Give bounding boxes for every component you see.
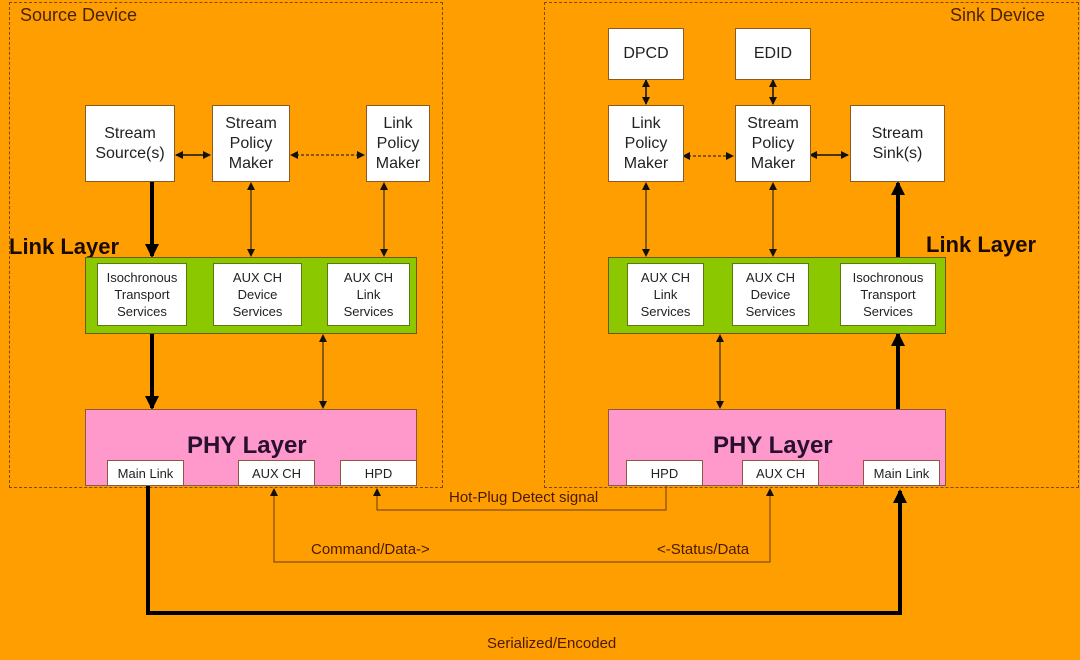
sink-main-link-port: Main Link xyxy=(863,460,940,486)
status-data-label: <-Status/Data xyxy=(657,541,750,558)
source-aux-link-services: AUX CH Link Services xyxy=(327,263,410,326)
sink-aux-ch-port: AUX CH xyxy=(742,460,819,486)
sink-device-title: Sink Device xyxy=(950,5,1046,25)
aux-command-line xyxy=(270,488,774,563)
source-phy-layer-label: PHY Layer xyxy=(187,432,307,459)
sink-device-panel xyxy=(544,2,1079,488)
source-aux-ch-port: AUX CH xyxy=(238,460,315,486)
serialized-encoded-label: Serialized/Encoded xyxy=(487,635,617,652)
source-stream-policy-maker-box: Stream Policy Maker xyxy=(212,105,290,182)
source-hpd-port: HPD xyxy=(340,460,417,486)
command-data-label: Command/Data-> xyxy=(311,541,430,558)
hpd-signal-label: Hot-Plug Detect signal xyxy=(449,489,599,506)
sink-aux-link-services: AUX CH Link Services xyxy=(627,263,704,326)
source-iso-transport-services: Isochronous Transport Services xyxy=(97,263,187,326)
source-device-panel xyxy=(9,2,443,488)
sink-phy-layer-label: PHY Layer xyxy=(713,432,833,459)
main-link-line xyxy=(146,486,907,615)
source-device-title: Source Device xyxy=(20,5,138,25)
sink-link-layer-label: Link Layer xyxy=(926,232,1037,257)
sink-stream-sink-box: Stream Sink(s) xyxy=(850,105,945,182)
sink-hpd-port: HPD xyxy=(626,460,703,486)
sink-edid-box: EDID xyxy=(735,28,811,80)
sink-link-policy-maker-box: Link Policy Maker xyxy=(608,105,684,182)
sink-iso-transport-services: Isochronous Transport Services xyxy=(840,263,936,326)
sink-dpcd-box: DPCD xyxy=(608,28,684,80)
source-aux-device-services: AUX CH Device Services xyxy=(213,263,302,326)
source-main-link-port: Main Link xyxy=(107,460,184,486)
sink-stream-policy-maker-box: Stream Policy Maker xyxy=(735,105,811,182)
source-link-layer-label: Link Layer xyxy=(9,234,120,259)
hpd-signal-line xyxy=(373,486,667,511)
source-link-policy-maker-box: Link Policy Maker xyxy=(366,105,430,182)
source-stream-source-box: Stream Source(s) xyxy=(85,105,175,182)
sink-aux-device-services: AUX CH Device Services xyxy=(732,263,809,326)
